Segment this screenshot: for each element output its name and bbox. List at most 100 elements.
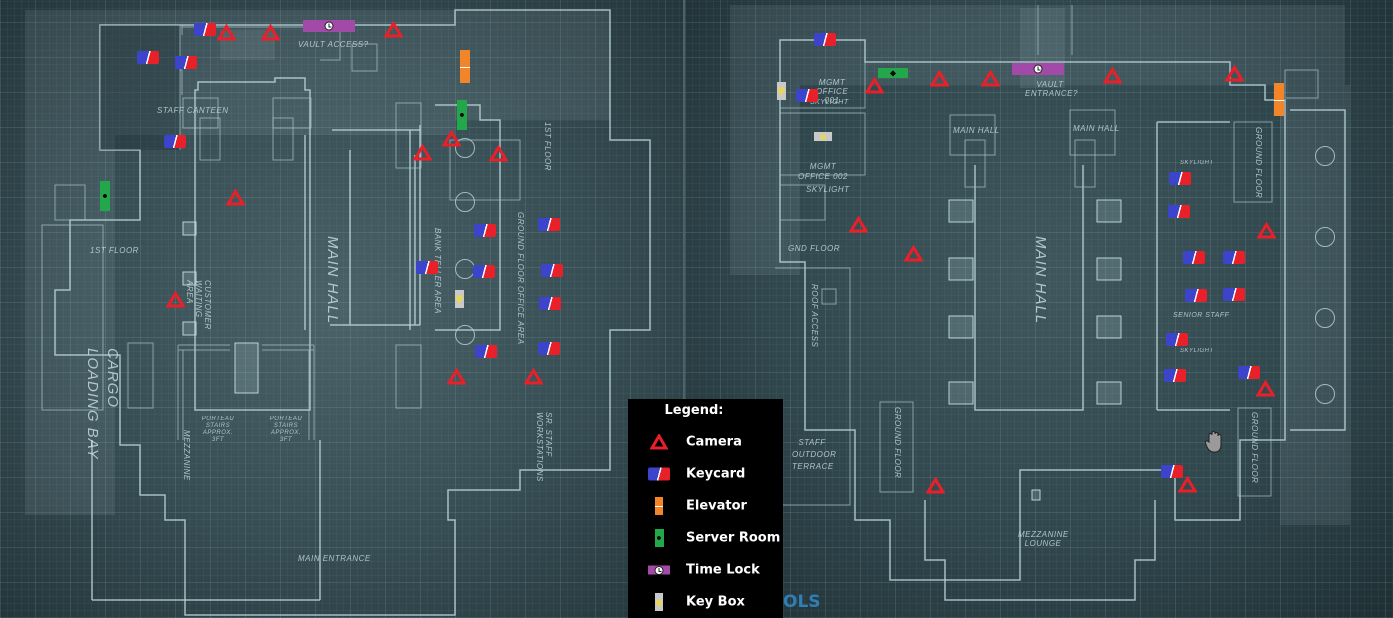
room-label: CARGO LOADING BAY [84,348,121,460]
legend-label: Key Box [686,594,745,610]
keycard-marker[interactable] [541,264,563,277]
column [1315,227,1335,247]
server-room-icon: ● [648,529,670,547]
room-label: MAIN HALL [324,236,341,325]
ground-floor-plan [25,9,651,616]
legend-label: Camera [686,434,742,450]
legend-title: Legend: [664,403,724,418]
column [455,259,475,279]
legend-item-keycard: Keycard [628,461,783,487]
room-label: MGMT OFFICE 002 [798,162,848,181]
legend-panel: Legend: Camera Keycard Elevator ● Server… [628,399,783,618]
keycard-marker[interactable] [1238,366,1260,379]
room-label: MAIN HALL [1032,236,1049,325]
room-label: PORTEAU STAIRS APPROX. 3FT [201,416,235,443]
column [1315,146,1335,166]
column [1315,384,1335,404]
room-label: PORTEAU STAIRS APPROX. 3FT [269,416,303,443]
keycard-marker[interactable] [416,261,438,274]
room-label: STAFF CANTEEN [157,106,229,115]
keycard-marker[interactable] [194,23,216,36]
keycard-marker[interactable] [475,345,497,358]
keycard-marker[interactable] [164,135,186,148]
room-label: SKYLIGHT [1180,348,1214,354]
keycard-marker[interactable] [538,342,560,355]
keycard-marker[interactable] [1168,205,1190,218]
map-divider [683,0,685,618]
key-box-marker[interactable]: φ [455,290,464,308]
room-label: GROUND FLOOR OFFICE AREA [516,212,525,345]
room-label: SKYLIGHT [810,99,849,106]
legend-label: Elevator [686,498,747,514]
mezzanine-floor-plan [730,5,1350,601]
column [455,192,475,212]
room-label: MAIN ENTRANCE [298,554,371,563]
room-label: GND FLOOR [788,244,841,253]
room-label: ROOF ACCESS [810,284,819,348]
keycard-marker[interactable] [796,89,818,102]
server-room-marker[interactable]: ● [457,100,467,130]
elevator-marker[interactable] [460,50,470,83]
time-lock-icon [648,565,670,575]
room-label: GROUND FLOOR [1254,127,1263,199]
keycard-marker[interactable] [1223,288,1245,301]
keycard-marker[interactable] [474,224,496,237]
keycard-marker[interactable] [1169,172,1191,185]
room-label: 1ST FLOOR [90,246,139,255]
legend-item-server-room: ● Server Room [628,525,783,551]
hand-cursor-icon [1204,430,1224,454]
room-label: CUSTOMER WAITING AREA [185,280,212,330]
camera-icon [648,434,670,450]
keycard-marker[interactable] [175,56,197,69]
time-lock-marker[interactable] [303,20,355,32]
legend-item-time-lock: Time Lock [628,557,783,583]
key-box-marker[interactable]: φ [814,132,832,141]
column [455,325,475,345]
room-label: VAULT ACCESS? [298,40,369,49]
key-box-marker[interactable]: φ [777,82,786,100]
room-label: MGMT OFFICE 001 [815,78,849,105]
legend-item-camera: Camera [628,429,783,455]
ground-floor-map[interactable]: VAULT ACCESS? STAFF CANTEEN 1ST FLOOR MA… [0,0,683,618]
column [455,138,475,158]
time-lock-marker[interactable] [1012,63,1064,75]
room-label: MAIN HALL [953,126,1000,135]
keycard-marker[interactable] [1185,289,1207,302]
keycard-marker[interactable] [539,297,561,310]
room-label: MAIN HALL [1073,124,1120,133]
room-label: SKYLIGHT [1180,160,1214,166]
room-label: STAFF OUTDOOR TERRACE [792,438,837,471]
tools-watermark-text: OLS [783,592,821,612]
legend-item-key-box: φ Key Box [628,589,783,615]
room-label: SENIOR STAFF [1173,312,1230,319]
elevator-icon [648,497,670,515]
keycard-icon [648,467,670,481]
keycard-marker[interactable] [538,218,560,231]
server-room-marker[interactable]: ◆ [878,68,908,78]
room-label: 1ST FLOOR [543,122,552,171]
keycard-marker[interactable] [137,51,159,64]
legend-label: Time Lock [686,562,760,578]
keycard-marker[interactable] [1183,251,1205,264]
room-label: GROUND FLOOR [1250,412,1259,484]
column [1315,308,1335,328]
legend-item-elevator: Elevator [628,493,783,519]
room-label: VAULT ENTRANCE? [1025,80,1078,98]
legend-label: Keycard [686,466,746,482]
keycard-marker[interactable] [1161,465,1183,478]
keycard-marker[interactable] [1164,369,1186,382]
keycard-marker[interactable] [473,265,495,278]
keycard-marker[interactable] [1223,251,1245,264]
legend-label: Server Room [686,530,781,546]
room-label: SKYLIGHT [806,185,850,194]
server-room-marker[interactable]: ● [100,181,110,211]
mezzanine-floor-map[interactable]: MGMT OFFICE 001 SKYLIGHT MGMT OFFICE 002… [685,0,1393,618]
keycard-marker[interactable] [1166,333,1188,346]
room-label: MEZZANINE LOUNGE [1018,530,1069,548]
room-label: MEZZANINE [182,430,191,481]
elevator-marker[interactable] [1274,83,1284,116]
room-label: GROUND FLOOR [893,407,902,479]
keycard-marker[interactable] [814,33,836,46]
key-box-icon: φ [648,593,670,611]
room-label: SR. STAFF WORKSTATIONS [535,412,553,482]
